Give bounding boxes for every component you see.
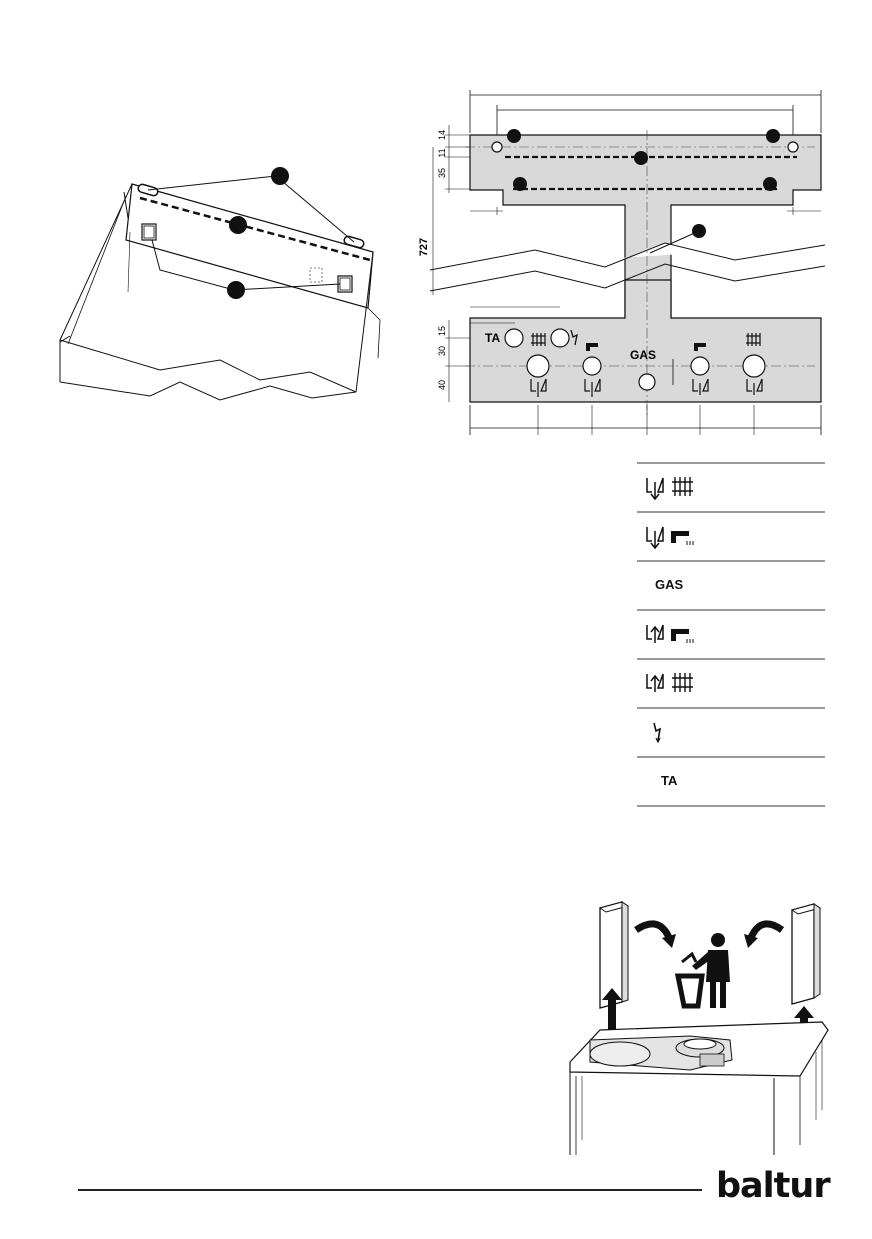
- dim-40: 40: [437, 380, 447, 390]
- legend-row-electrical: [637, 707, 825, 756]
- dim-14: 14: [437, 130, 447, 140]
- person-icon: [711, 933, 725, 947]
- dim-11: 11: [437, 148, 447, 157]
- legend-row-dhw-inlet: [637, 609, 825, 658]
- dim-35: 35: [437, 168, 447, 178]
- heating-return-icon: [646, 673, 693, 692]
- dim-30: 30: [437, 346, 447, 356]
- legend-row-gas: GAS: [637, 560, 825, 609]
- legend-gas-label: GAS: [655, 577, 684, 592]
- dhw-outlet-icon: [646, 526, 694, 550]
- legend-row-heating-return: [637, 658, 825, 707]
- dim-15: 15: [437, 326, 447, 336]
- radiator-icon: [531, 333, 761, 346]
- legend-row-dhw-outlet: [637, 511, 825, 560]
- legend-row-thermostat: TA: [637, 756, 825, 807]
- unpacking-illustration: [569, 901, 829, 1155]
- plate-label-ta: TA: [485, 331, 500, 345]
- legend-ta-label: TA: [661, 773, 678, 788]
- template-dimension-drawing: 14 11 35 727 30 15 40 TA GAS: [418, 90, 826, 435]
- connection-legend: GAS TA: [637, 462, 825, 807]
- tap-icon: [694, 343, 706, 351]
- plate-label-gas: GAS: [630, 348, 656, 362]
- tap-icon: [586, 343, 598, 351]
- waste-bin-icon: [674, 973, 705, 1009]
- legend-row-heating-outlet: [637, 462, 825, 511]
- footer-rule: [78, 1189, 702, 1191]
- template-perspective-illustration: [59, 167, 381, 401]
- outlet-arrow-icons: [530, 378, 763, 397]
- baltur-logo: baltur: [716, 1166, 831, 1206]
- electric-icon: [570, 329, 578, 346]
- dim-727: 727: [418, 238, 430, 256]
- dhw-inlet-icon: [646, 624, 694, 643]
- heating-outlet-icon: [646, 477, 693, 501]
- electrical-icon: [653, 722, 662, 744]
